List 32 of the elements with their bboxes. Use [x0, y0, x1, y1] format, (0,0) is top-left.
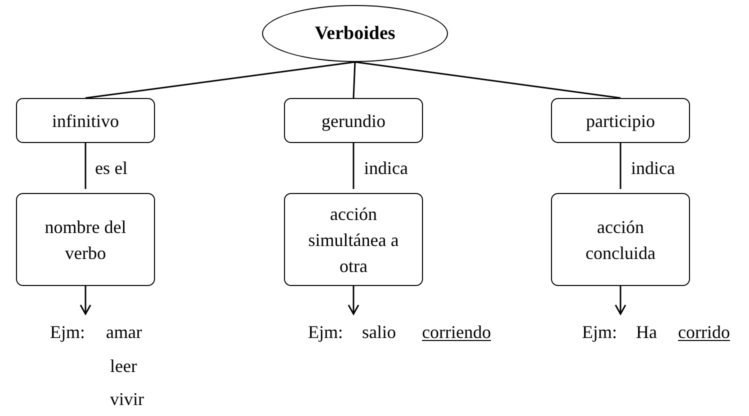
example-word: corriendo: [422, 322, 491, 342]
arrow: [348, 286, 360, 315]
example-word: salio: [362, 322, 396, 342]
concept-box: [16, 193, 155, 286]
example-word: corrido: [678, 322, 730, 342]
example-word: amar: [106, 322, 142, 342]
example-word: Ha: [636, 322, 657, 342]
concept-box: [551, 98, 690, 143]
example-label: Ejm:: [50, 322, 85, 342]
concept-box: [16, 98, 155, 143]
example-label: Ejm:: [582, 322, 617, 342]
box-text: participio: [586, 110, 655, 133]
concept-box: [551, 193, 690, 286]
connector-line: [354, 61, 621, 99]
title-text: Verboides: [314, 24, 396, 44]
box-text: nombre del verbo: [44, 216, 128, 264]
connector-line: [352, 143, 354, 189]
example-word: vivir: [110, 389, 144, 409]
box-text: acción concluida: [584, 216, 656, 264]
connector-line: [84, 143, 86, 189]
concept-box: [284, 98, 423, 143]
connector-line: [352, 62, 356, 98]
box-text: acción simultánea a otra: [307, 202, 400, 278]
box-text: infinitivo: [52, 110, 119, 132]
connector-line: [620, 143, 622, 189]
connector-line: [85, 61, 356, 99]
example-label: Ejm:: [308, 322, 343, 342]
arrow: [80, 286, 92, 315]
arrow: [614, 286, 626, 315]
box-text: gerundio: [322, 110, 386, 133]
concept-box: [284, 193, 423, 286]
example-word: leer: [110, 356, 137, 376]
